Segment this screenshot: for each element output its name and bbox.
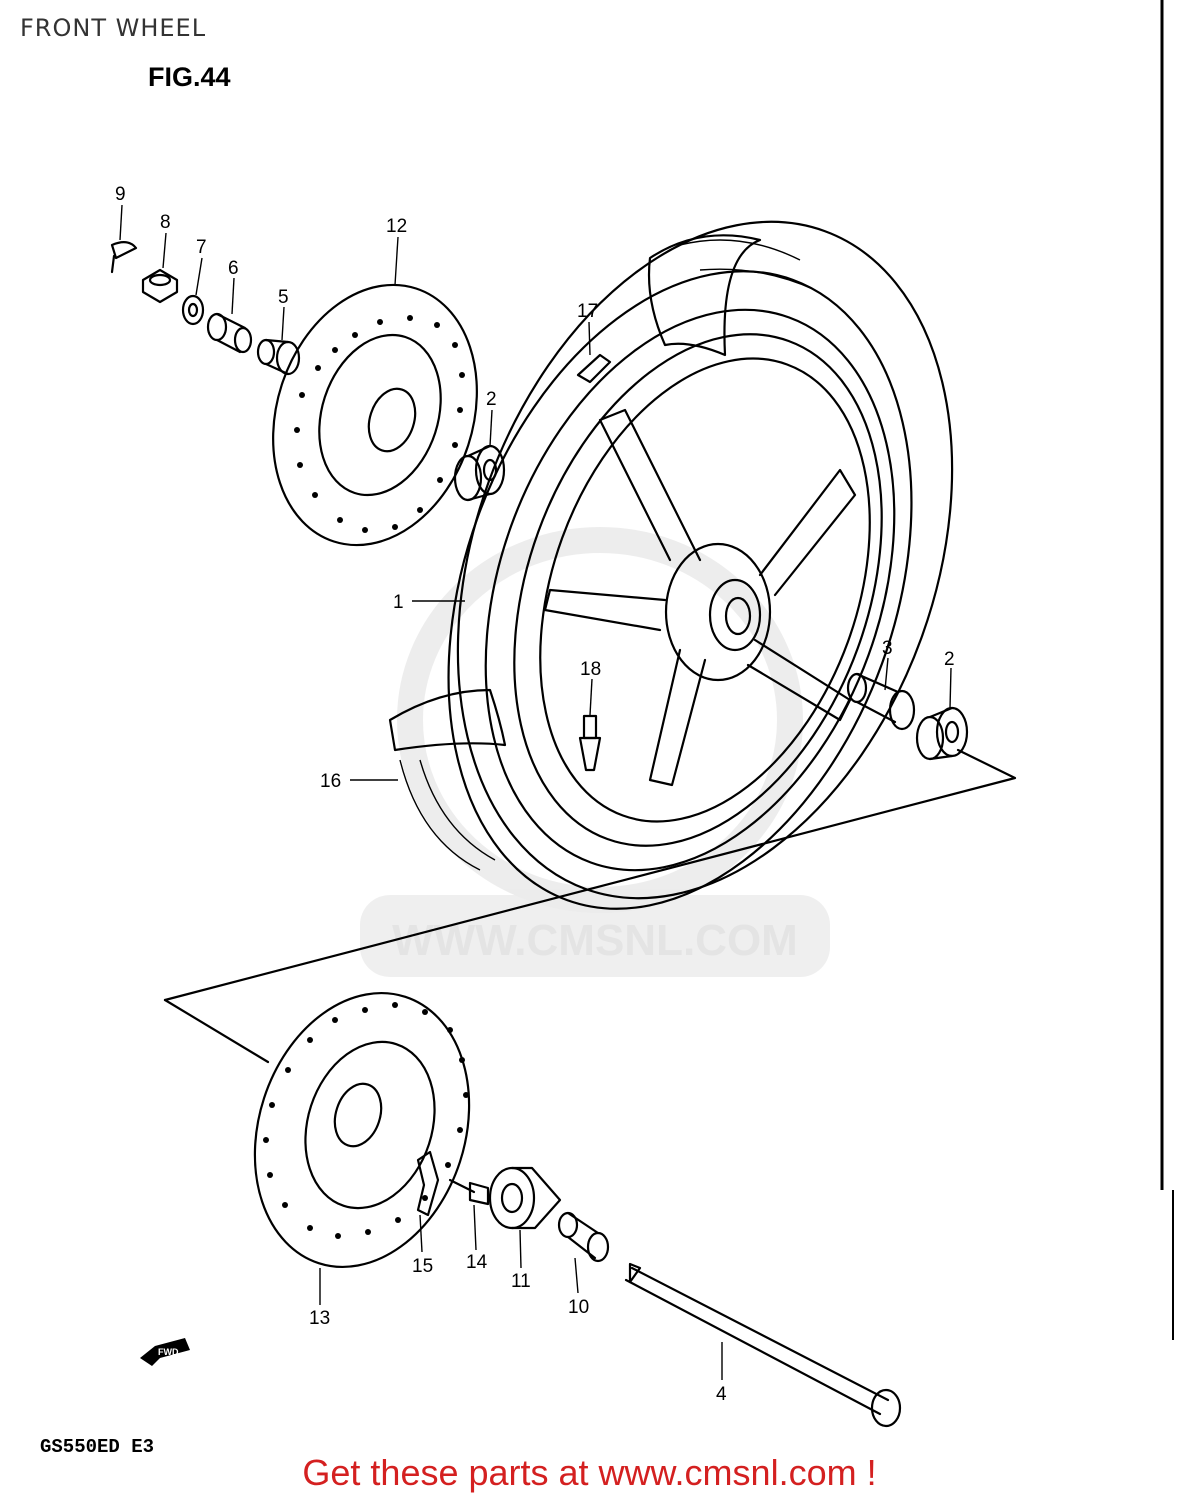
callout-5: 5 xyxy=(278,287,289,308)
callout-labels: 9 8 7 6 5 12 17 2 1 18 3 2 16 15 14 11 1… xyxy=(115,184,955,1405)
footer-parts-link[interactable]: Get these parts at www.cmsnl.com ! xyxy=(302,1452,877,1493)
part-1-wheel-rim xyxy=(484,308,896,872)
callout-12: 12 xyxy=(386,216,407,237)
callout-16: 16 xyxy=(320,771,341,792)
callout-1: 1 xyxy=(393,592,404,613)
leader-lines xyxy=(119,204,952,1380)
part-14-bolt xyxy=(448,1178,490,1206)
callout-6: 6 xyxy=(228,258,239,279)
figure-label: FIG.44 xyxy=(148,62,231,92)
callout-10: 10 xyxy=(568,1297,589,1318)
callout-7: 7 xyxy=(196,237,207,258)
plane-line xyxy=(163,748,1017,1002)
callout-8: 8 xyxy=(160,212,171,233)
part-16-tire xyxy=(388,220,954,910)
callout-9: 9 xyxy=(115,184,126,205)
callout-2-upper: 2 xyxy=(486,389,497,410)
part-10-spacer xyxy=(557,1211,610,1263)
callout-11: 11 xyxy=(511,1271,531,1292)
model-code: GS550ED E3 xyxy=(40,1436,154,1458)
part-7-washer xyxy=(181,294,205,326)
callout-2-right: 2 xyxy=(944,649,955,670)
callout-15: 15 xyxy=(412,1256,433,1277)
watermark-text: WWW.CMSNL.COM xyxy=(392,916,798,965)
part-8-castle-nut xyxy=(141,268,179,304)
part-2-bearing-right xyxy=(915,706,969,761)
part-4-axle xyxy=(624,1262,902,1428)
callout-17: 17 xyxy=(577,301,598,322)
forward-direction-badge: FWD xyxy=(140,1338,190,1366)
callout-13: 13 xyxy=(309,1308,330,1329)
watermark: WWW.CMSNL.COM xyxy=(360,527,830,977)
callout-3: 3 xyxy=(882,638,893,659)
fwd-text: FWD xyxy=(158,1347,179,1357)
part-6-spacer xyxy=(206,312,253,354)
page-title: FRONT WHEEL xyxy=(20,14,207,42)
part-17-balance-weight xyxy=(576,353,612,384)
callout-14: 14 xyxy=(466,1252,488,1273)
part-13-brake-disc xyxy=(253,992,471,1268)
part-9-cotter-pin xyxy=(110,241,138,274)
part-15-lock-washer xyxy=(416,1150,440,1217)
callout-4: 4 xyxy=(716,1384,727,1405)
part-5-spacer xyxy=(256,338,301,376)
part-18-valve xyxy=(578,714,602,772)
part-3-spacer xyxy=(846,672,916,731)
plane-line-left xyxy=(163,998,270,1064)
part-11-gearbox xyxy=(488,1166,562,1230)
part-12-brake-disc xyxy=(272,283,478,547)
callout-18: 18 xyxy=(580,659,601,680)
